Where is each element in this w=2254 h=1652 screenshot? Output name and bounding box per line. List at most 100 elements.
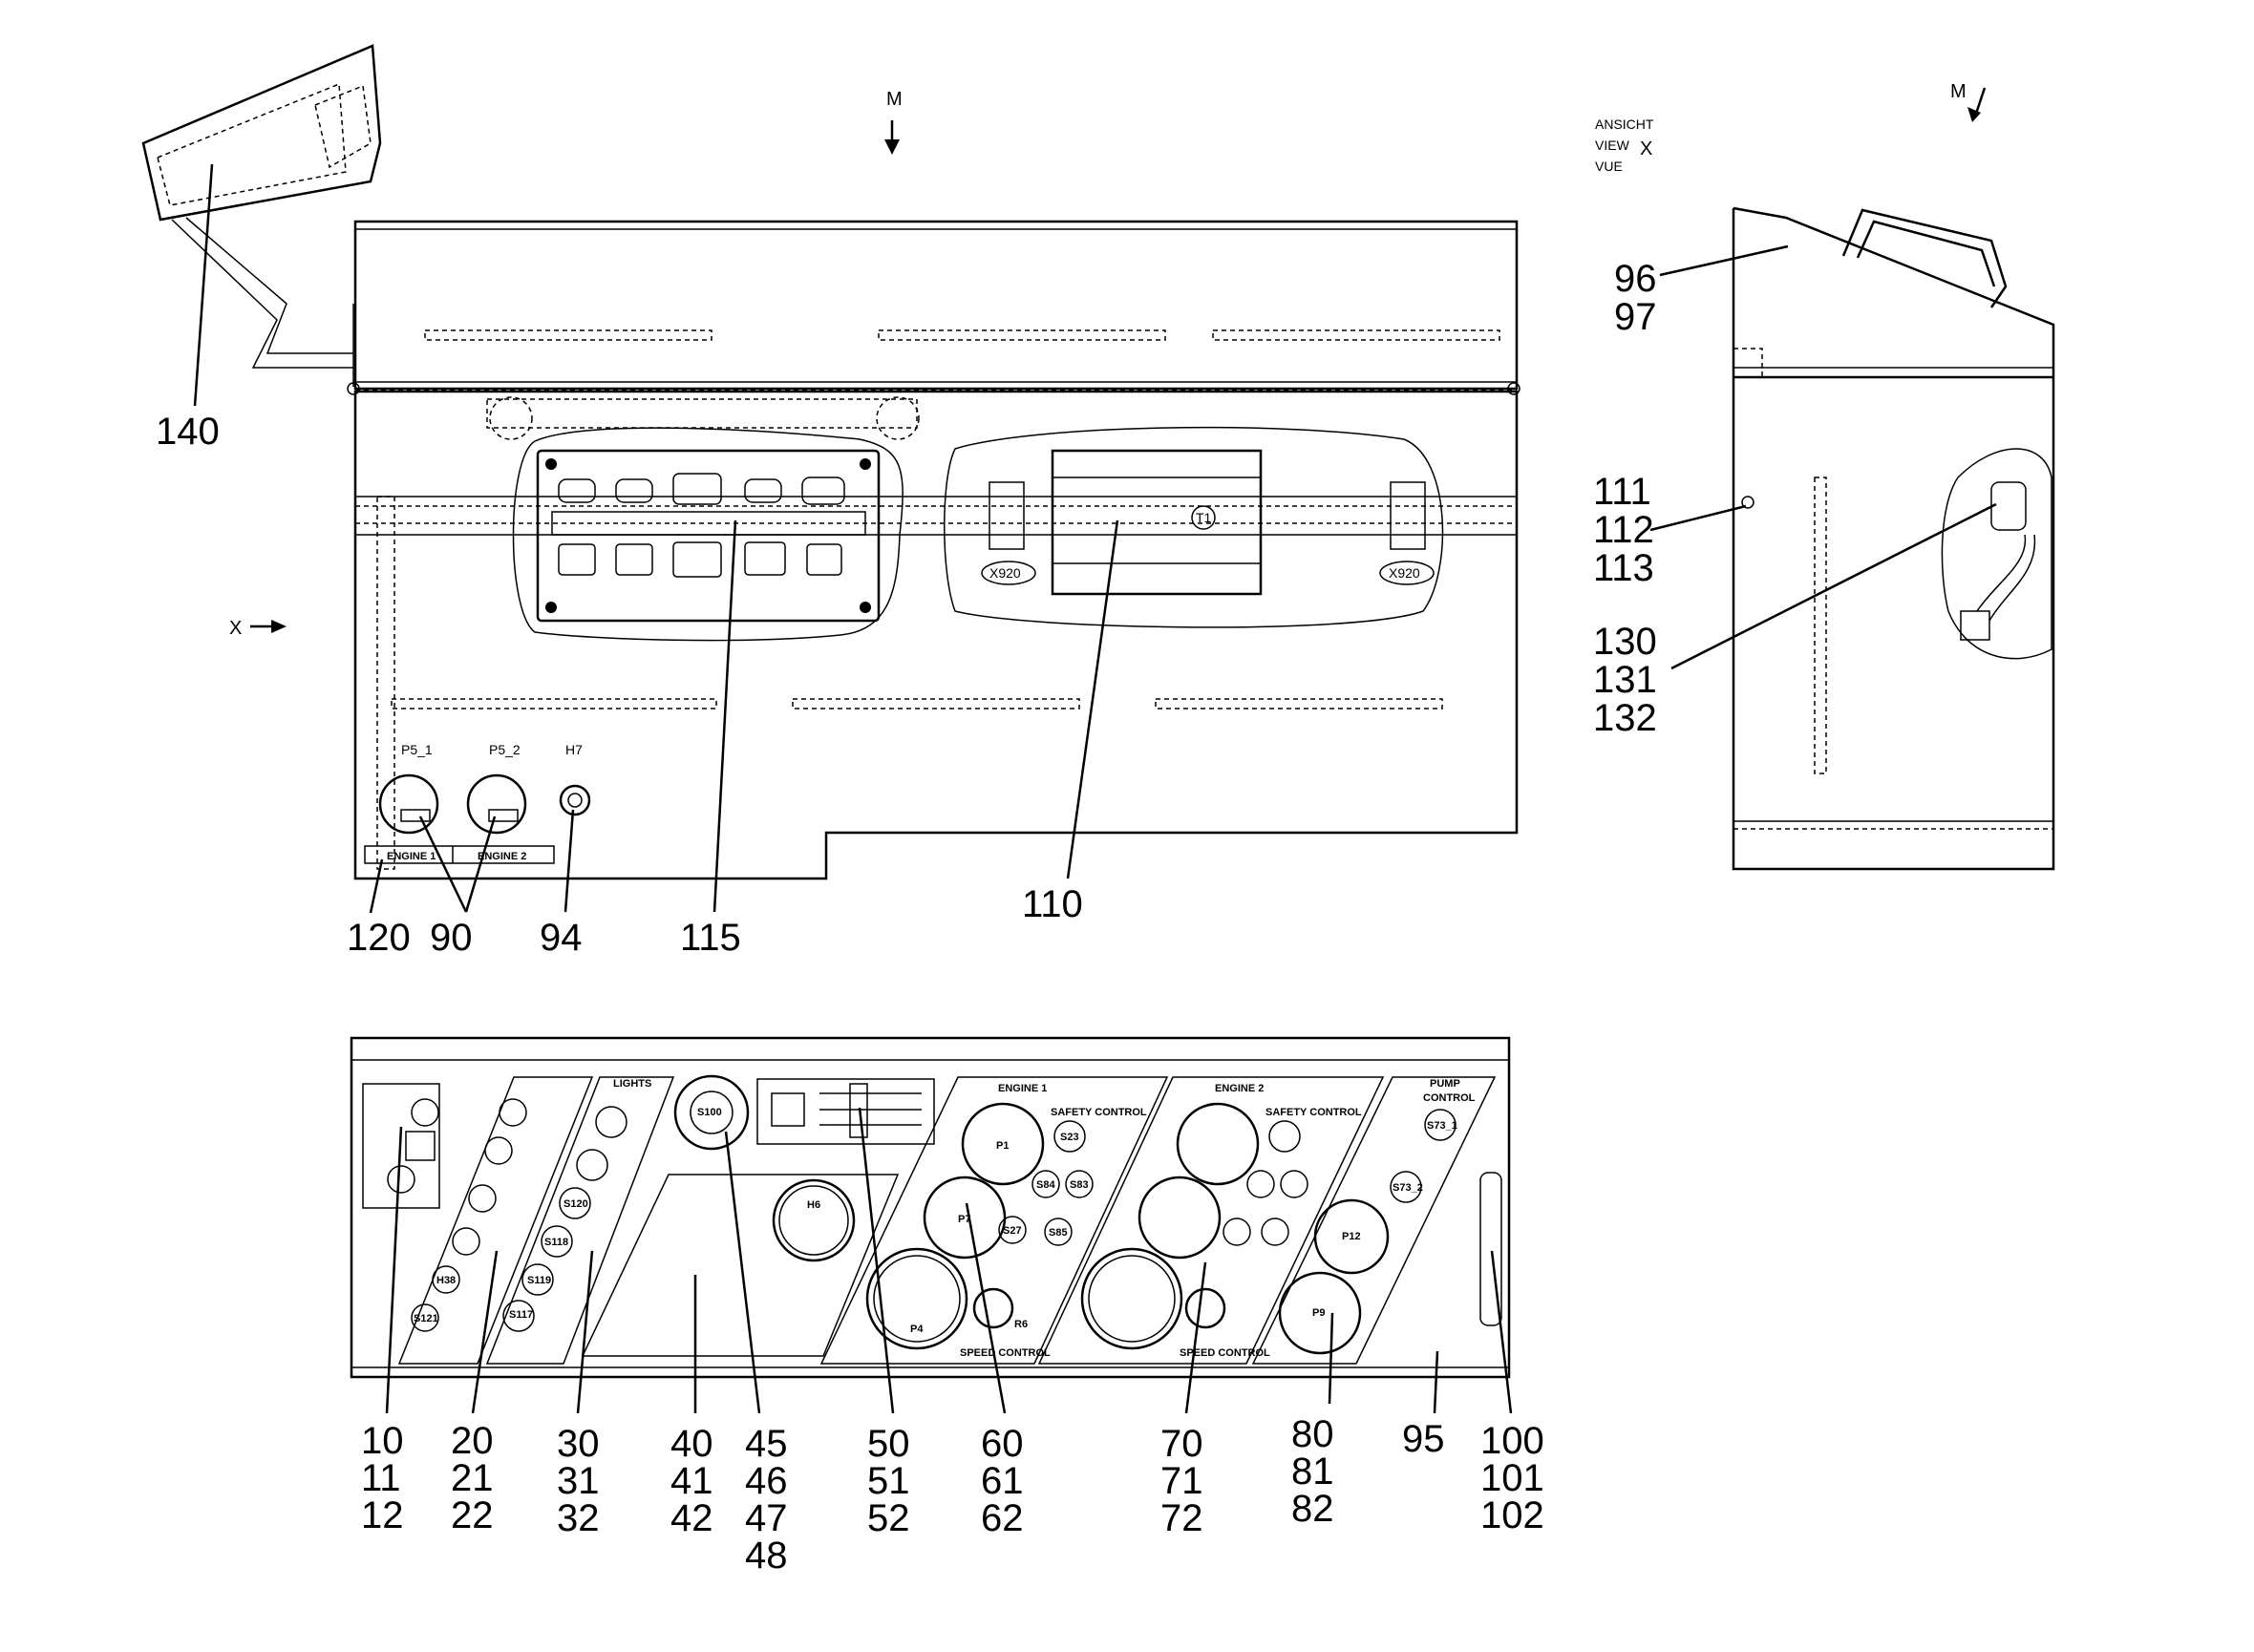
top-view-cabinet — [347, 220, 1520, 880]
gauge-label-h7: H7 — [565, 742, 583, 757]
callout-90: 90 — [430, 917, 473, 959]
control-title: CONTROL — [1423, 1092, 1476, 1104]
callout-30: 30 — [557, 1423, 600, 1465]
callout-111: 111 — [1593, 471, 1651, 513]
callout-95: 95 — [1402, 1418, 1445, 1460]
key-switch-s100: S100 — [697, 1107, 722, 1118]
speed-control-2: SPEED CONTROL — [1180, 1347, 1270, 1359]
callout-50: 50 — [867, 1423, 910, 1465]
safety-control-1: SAFETY CONTROL — [1051, 1107, 1147, 1118]
view-word-1: ANSICHT — [1595, 116, 1654, 132]
switch-s119: S119 — [527, 1275, 551, 1286]
callout-101: 101 — [1480, 1457, 1544, 1499]
switch-s73-2: S73_2 — [1393, 1182, 1423, 1194]
lid-handle-drawing — [141, 44, 382, 387]
callout-45: 45 — [745, 1423, 788, 1465]
gauge-p12: P12 — [1342, 1231, 1361, 1242]
switch-s84: S84 — [1036, 1179, 1055, 1191]
callout-96: 96 — [1614, 258, 1657, 300]
speed-control-1: SPEED CONTROL — [960, 1347, 1051, 1359]
callout-130: 130 — [1593, 621, 1657, 663]
callout-40: 40 — [670, 1423, 713, 1465]
callout-82: 82 — [1291, 1488, 1334, 1530]
gauge-label-p5-1: P5_1 — [401, 742, 433, 757]
switch-s120: S120 — [564, 1198, 588, 1210]
plate-label-engine-2: ENGINE 2 — [478, 851, 526, 862]
callout-100: 100 — [1480, 1420, 1544, 1462]
gauge-p4: P4 — [910, 1324, 924, 1335]
leader-lines — [193, 163, 1997, 1414]
callout-48: 48 — [745, 1535, 788, 1577]
callout-62: 62 — [981, 1497, 1024, 1539]
callout-21: 21 — [451, 1457, 494, 1499]
switch-s121: S121 — [414, 1313, 438, 1324]
callout-12: 12 — [361, 1494, 404, 1536]
pot-r6: R6 — [1014, 1319, 1028, 1330]
front-control-panel — [350, 1036, 1511, 1379]
pump-title: PUMP — [1430, 1078, 1460, 1090]
engine-gauges-top — [364, 773, 591, 864]
view-marker-m-top: M — [886, 89, 903, 110]
callout-120: 120 — [347, 917, 411, 959]
callout-94: 94 — [540, 917, 583, 959]
view-word-3: VUE — [1595, 159, 1623, 174]
engine2-title: ENGINE 2 — [1215, 1083, 1264, 1094]
callout-80: 80 — [1291, 1413, 1334, 1455]
switch-s27: S27 — [1003, 1225, 1022, 1237]
callout-72: 72 — [1160, 1497, 1203, 1539]
callout-46: 46 — [745, 1460, 788, 1502]
view-marker-x-left: X — [229, 618, 242, 639]
plate-label-engine-1: ENGINE 1 — [387, 851, 436, 862]
callout-102: 102 — [1480, 1494, 1544, 1536]
terminal-label-left: X920 — [989, 565, 1021, 581]
gauge-label-p5-2: P5_2 — [489, 742, 521, 757]
view-word-2: VIEW — [1595, 138, 1630, 153]
callout-20: 20 — [451, 1420, 494, 1462]
engine1-title: ENGINE 1 — [998, 1083, 1047, 1094]
callout-10: 10 — [361, 1420, 404, 1462]
callout-115: 115 — [680, 917, 741, 959]
callout-140: 140 — [156, 411, 220, 453]
view-marker-m-right: M — [1950, 81, 1967, 102]
switch-s23: S23 — [1060, 1132, 1079, 1143]
callout-52: 52 — [867, 1497, 910, 1539]
converter-label: T1 — [1196, 510, 1212, 525]
callout-113: 113 — [1593, 547, 1654, 589]
gauge-h6: H6 — [807, 1199, 820, 1211]
switch-s117: S117 — [509, 1309, 533, 1321]
lights-header: LIGHTS — [613, 1078, 651, 1090]
callout-71: 71 — [1160, 1460, 1203, 1502]
callout-81: 81 — [1291, 1451, 1334, 1493]
gauge-p7: P7 — [958, 1214, 970, 1225]
callout-112: 112 — [1593, 509, 1654, 551]
connector-panel — [512, 427, 904, 642]
switch-s83: S83 — [1070, 1179, 1089, 1191]
switch-s118: S118 — [544, 1237, 568, 1248]
converter-module — [944, 426, 1444, 628]
callout-42: 42 — [670, 1497, 713, 1539]
callout-110: 110 — [1022, 883, 1083, 925]
callout-61: 61 — [981, 1460, 1024, 1502]
callout-22: 22 — [451, 1494, 494, 1536]
view-arrows — [250, 87, 1987, 633]
callout-31: 31 — [557, 1460, 600, 1502]
callout-41: 41 — [670, 1460, 713, 1502]
switch-s85: S85 — [1049, 1227, 1068, 1239]
callout-60: 60 — [981, 1423, 1024, 1465]
terminal-label-right: X920 — [1389, 565, 1420, 581]
lamp-h38: H38 — [436, 1275, 456, 1286]
callout-47: 47 — [745, 1497, 788, 1539]
callout-51: 51 — [867, 1460, 910, 1502]
callout-11: 11 — [361, 1457, 401, 1499]
callout-97: 97 — [1614, 296, 1657, 338]
side-view-x — [1732, 206, 2055, 871]
callout-32: 32 — [557, 1497, 600, 1539]
view-letter: X — [1640, 138, 1652, 159]
callout-70: 70 — [1160, 1423, 1203, 1465]
gauge-p9: P9 — [1312, 1307, 1325, 1319]
callout-131: 131 — [1593, 659, 1657, 701]
safety-control-2: SAFETY CONTROL — [1265, 1107, 1362, 1118]
gauge-p1: P1 — [996, 1140, 1009, 1152]
callout-132: 132 — [1593, 697, 1657, 739]
